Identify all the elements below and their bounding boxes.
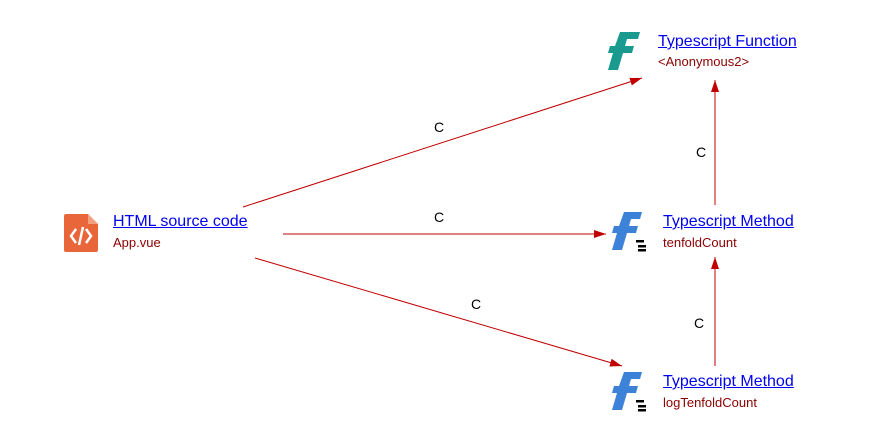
edge-label: C: [434, 209, 445, 225]
node-subtitle: tenfoldCount: [663, 235, 737, 250]
method-icon: [612, 212, 646, 252]
node-title[interactable]: Typescript Method: [663, 213, 794, 230]
node-title[interactable]: Typescript Function: [658, 33, 797, 50]
edge-label: C: [694, 315, 705, 331]
method-icon: [612, 372, 646, 412]
edge-html-fn: [242, 77, 643, 208]
node-subtitle: <Anonymous2>: [658, 54, 750, 69]
node-subtitle: App.vue: [113, 235, 161, 250]
edge-label: C: [696, 144, 707, 160]
edge-label: C: [471, 296, 482, 312]
html-file-icon: [64, 214, 98, 252]
node-title[interactable]: Typescript Method: [663, 373, 794, 390]
function-icon: [608, 32, 640, 70]
node-title[interactable]: HTML source code: [113, 213, 248, 230]
edge-label: C: [434, 119, 445, 135]
edge-html-m2: [254, 257, 623, 367]
node-subtitle: logTenfoldCount: [663, 395, 757, 410]
